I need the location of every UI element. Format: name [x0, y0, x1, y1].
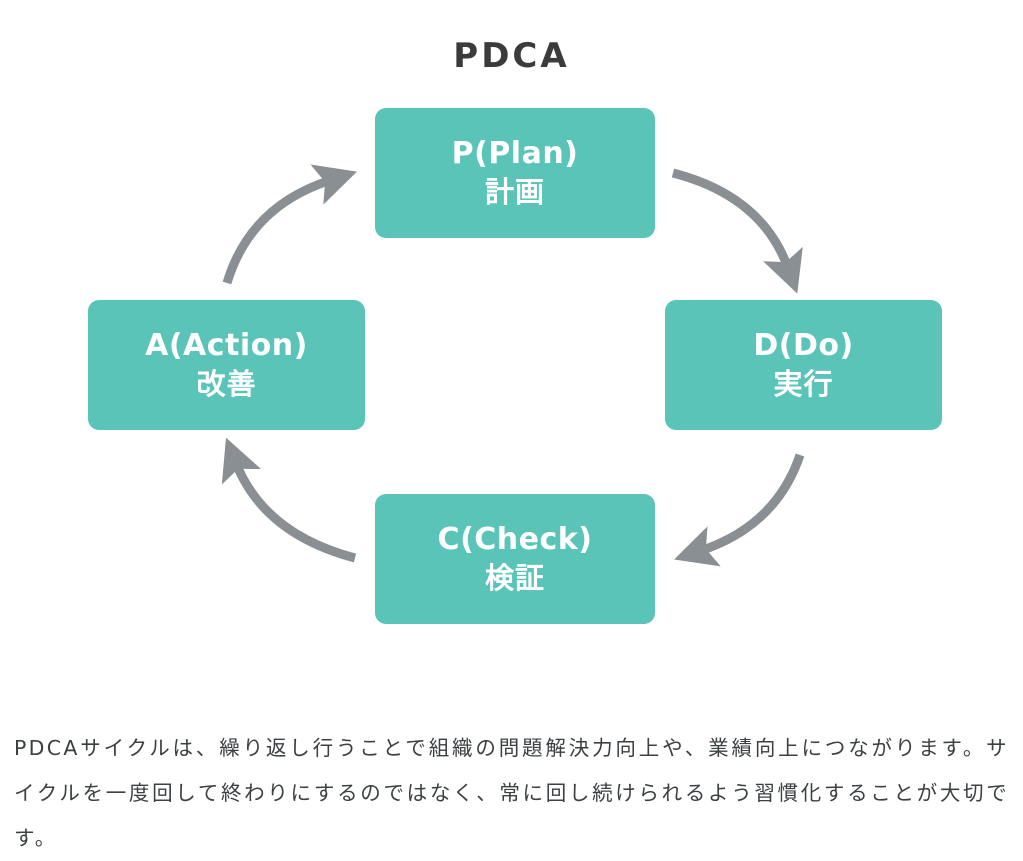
pdca-diagram: PDCA P(Plan) 計画 D(Do) 実行 C(Check) 検証 A(A…	[88, 36, 942, 624]
pdca-step-do-label-en: D(Do)	[753, 328, 854, 364]
body-paragraph: PDCAサイクルは、繰り返し行うことで組織の問題解決力向上や、業績向上につながり…	[14, 735, 1009, 850]
arrow-action-to-plan	[222, 164, 357, 285]
pdca-step-do: D(Do) 実行	[665, 300, 942, 430]
diagram-title: PDCA	[453, 36, 570, 76]
pdca-step-plan-label-ja: 計画	[484, 174, 545, 209]
arrow-do-to-check	[674, 453, 805, 567]
pdca-step-check-label-ja: 検証	[484, 560, 545, 595]
pdca-step-check: C(Check) 検証	[375, 494, 655, 624]
pdca-step-plan: P(Plan) 計画	[375, 108, 655, 238]
pdca-step-action: A(Action) 改善	[88, 300, 365, 430]
arrow-check-to-action	[221, 437, 357, 563]
arrow-plan-to-do	[671, 168, 803, 294]
pdca-step-plan-label-en: P(Plan)	[451, 136, 579, 172]
pdca-step-action-label-en: A(Action)	[145, 328, 308, 364]
pdca-step-check-label-en: C(Check)	[437, 522, 593, 558]
pdca-step-action-label-ja: 改善	[196, 366, 257, 401]
pdca-step-do-label-ja: 実行	[773, 366, 834, 401]
